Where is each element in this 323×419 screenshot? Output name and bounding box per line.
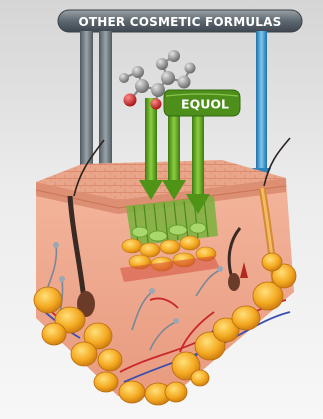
equol-title: EQUOL xyxy=(181,97,229,112)
banner-title: OTHER COSMETIC FORMULAS xyxy=(79,15,282,29)
equol-label: EQUOL xyxy=(164,90,240,116)
banner: OTHER COSMETIC FORMULAS xyxy=(58,10,302,32)
blue-arrow-icon xyxy=(252,31,271,190)
